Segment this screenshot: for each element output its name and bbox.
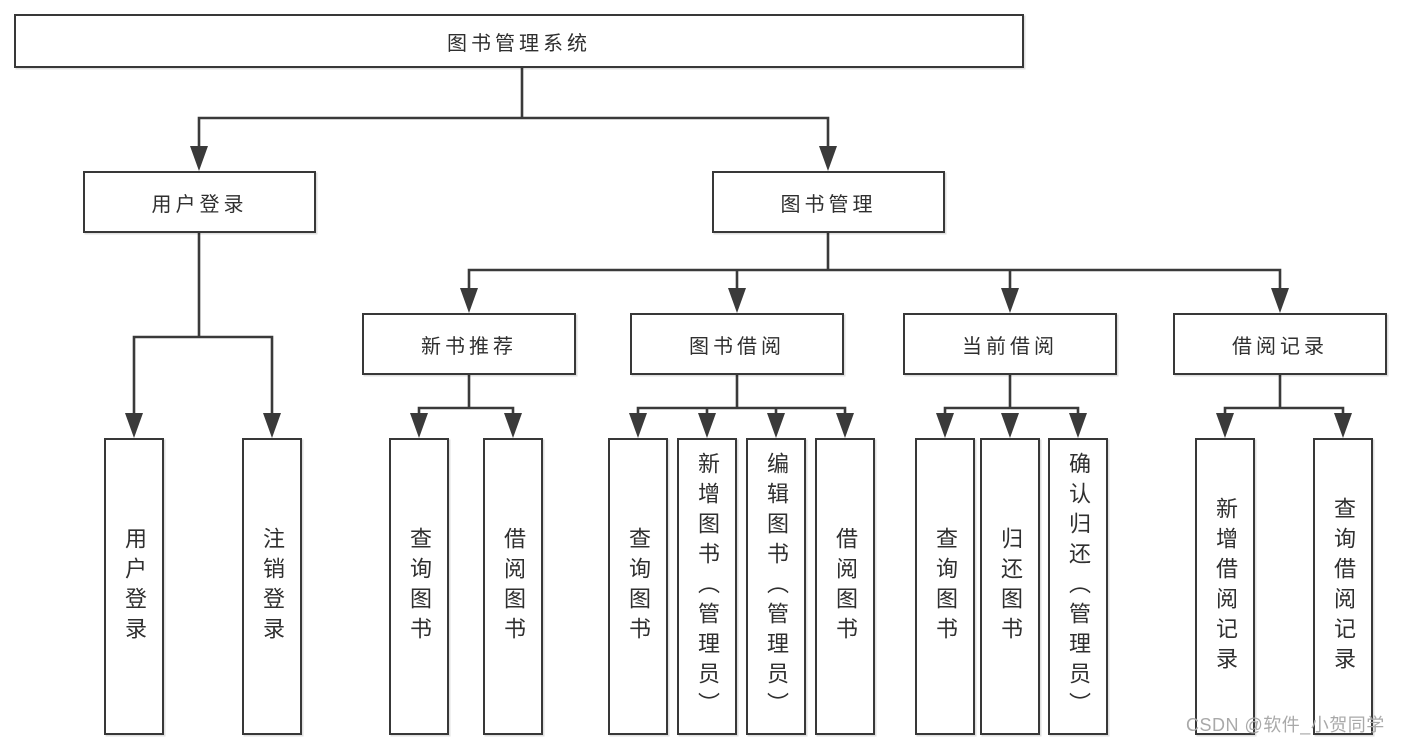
node-borrow-books: 借阅图书 — [483, 438, 543, 735]
arrow-down-icon — [190, 146, 208, 171]
arrow-down-icon — [263, 413, 281, 438]
node-borrow-books: 借阅图书 — [815, 438, 875, 735]
arrow-down-icon — [767, 413, 785, 438]
node-label: 查询借阅记录 — [1331, 496, 1356, 677]
arrow-down-icon — [629, 413, 647, 438]
arrow-down-icon — [460, 288, 478, 313]
arrow-down-icon — [504, 413, 522, 438]
node-label: 图书管理系统 — [447, 32, 591, 55]
node-label: 图书借阅 — [689, 335, 785, 358]
node-query-books: 查询图书 — [915, 438, 975, 735]
node-label: 新书推荐 — [421, 335, 517, 358]
node-label: 查询图书 — [933, 526, 958, 647]
node-label: 注销登录 — [260, 526, 285, 647]
node-book-borrowing: 图书借阅 — [630, 313, 844, 375]
arrow-down-icon — [125, 413, 143, 438]
node-query-books: 查询图书 — [608, 438, 668, 735]
node-user-login: 用户登录 — [83, 171, 316, 233]
node-label: 用户登录 — [122, 526, 147, 647]
node-add-borrow-record: 新增借阅记录 — [1195, 438, 1255, 735]
node-book-management: 图书管理 — [712, 171, 945, 233]
node-library-management-system: 图书管理系统 — [14, 14, 1024, 68]
arrow-down-icon — [1271, 288, 1289, 313]
node-label: 归还图书 — [998, 526, 1023, 647]
arrow-down-icon — [936, 413, 954, 438]
node-label: 确认归还（管理员） — [1066, 451, 1091, 722]
node-edit-books-admin: 编辑图书（管理员） — [746, 438, 806, 735]
node-label: 编辑图书（管理员） — [764, 451, 789, 722]
node-label: 查询图书 — [407, 526, 432, 647]
arrow-down-icon — [410, 413, 428, 438]
node-query-borrow-record: 查询借阅记录 — [1313, 438, 1373, 735]
node-user-login-leaf: 用户登录 — [104, 438, 164, 735]
node-label: 新增图书（管理员） — [695, 451, 720, 722]
node-current-borrowing: 当前借阅 — [903, 313, 1117, 375]
node-borrowing-records: 借阅记录 — [1173, 313, 1387, 375]
arrow-down-icon — [1001, 288, 1019, 313]
arrow-down-icon — [1334, 413, 1352, 438]
node-label: 当前借阅 — [962, 335, 1058, 358]
node-add-books-admin: 新增图书（管理员） — [677, 438, 737, 735]
arrow-down-icon — [819, 146, 837, 171]
arrow-down-icon — [1216, 413, 1234, 438]
arrow-down-icon — [698, 413, 716, 438]
node-label: 新增借阅记录 — [1213, 496, 1238, 677]
node-label: 查询图书 — [626, 526, 651, 647]
node-new-book-recommendation: 新书推荐 — [362, 313, 576, 375]
arrow-down-icon — [728, 288, 746, 313]
arrow-down-icon — [1001, 413, 1019, 438]
arrow-down-icon — [836, 413, 854, 438]
node-label: 借阅图书 — [501, 526, 526, 647]
node-label: 借阅记录 — [1232, 335, 1328, 358]
node-label: 借阅图书 — [833, 526, 858, 647]
node-label: 图书管理 — [780, 193, 877, 216]
node-label: 用户登录 — [151, 193, 248, 216]
node-return-books: 归还图书 — [980, 438, 1040, 735]
node-confirm-return-admin: 确认归还（管理员） — [1048, 438, 1108, 735]
node-logout: 注销登录 — [242, 438, 302, 735]
arrow-down-icon — [1069, 413, 1087, 438]
csdn-watermark: CSDN @软件_小贺同学 — [1186, 715, 1385, 735]
node-query-books: 查询图书 — [389, 438, 449, 735]
